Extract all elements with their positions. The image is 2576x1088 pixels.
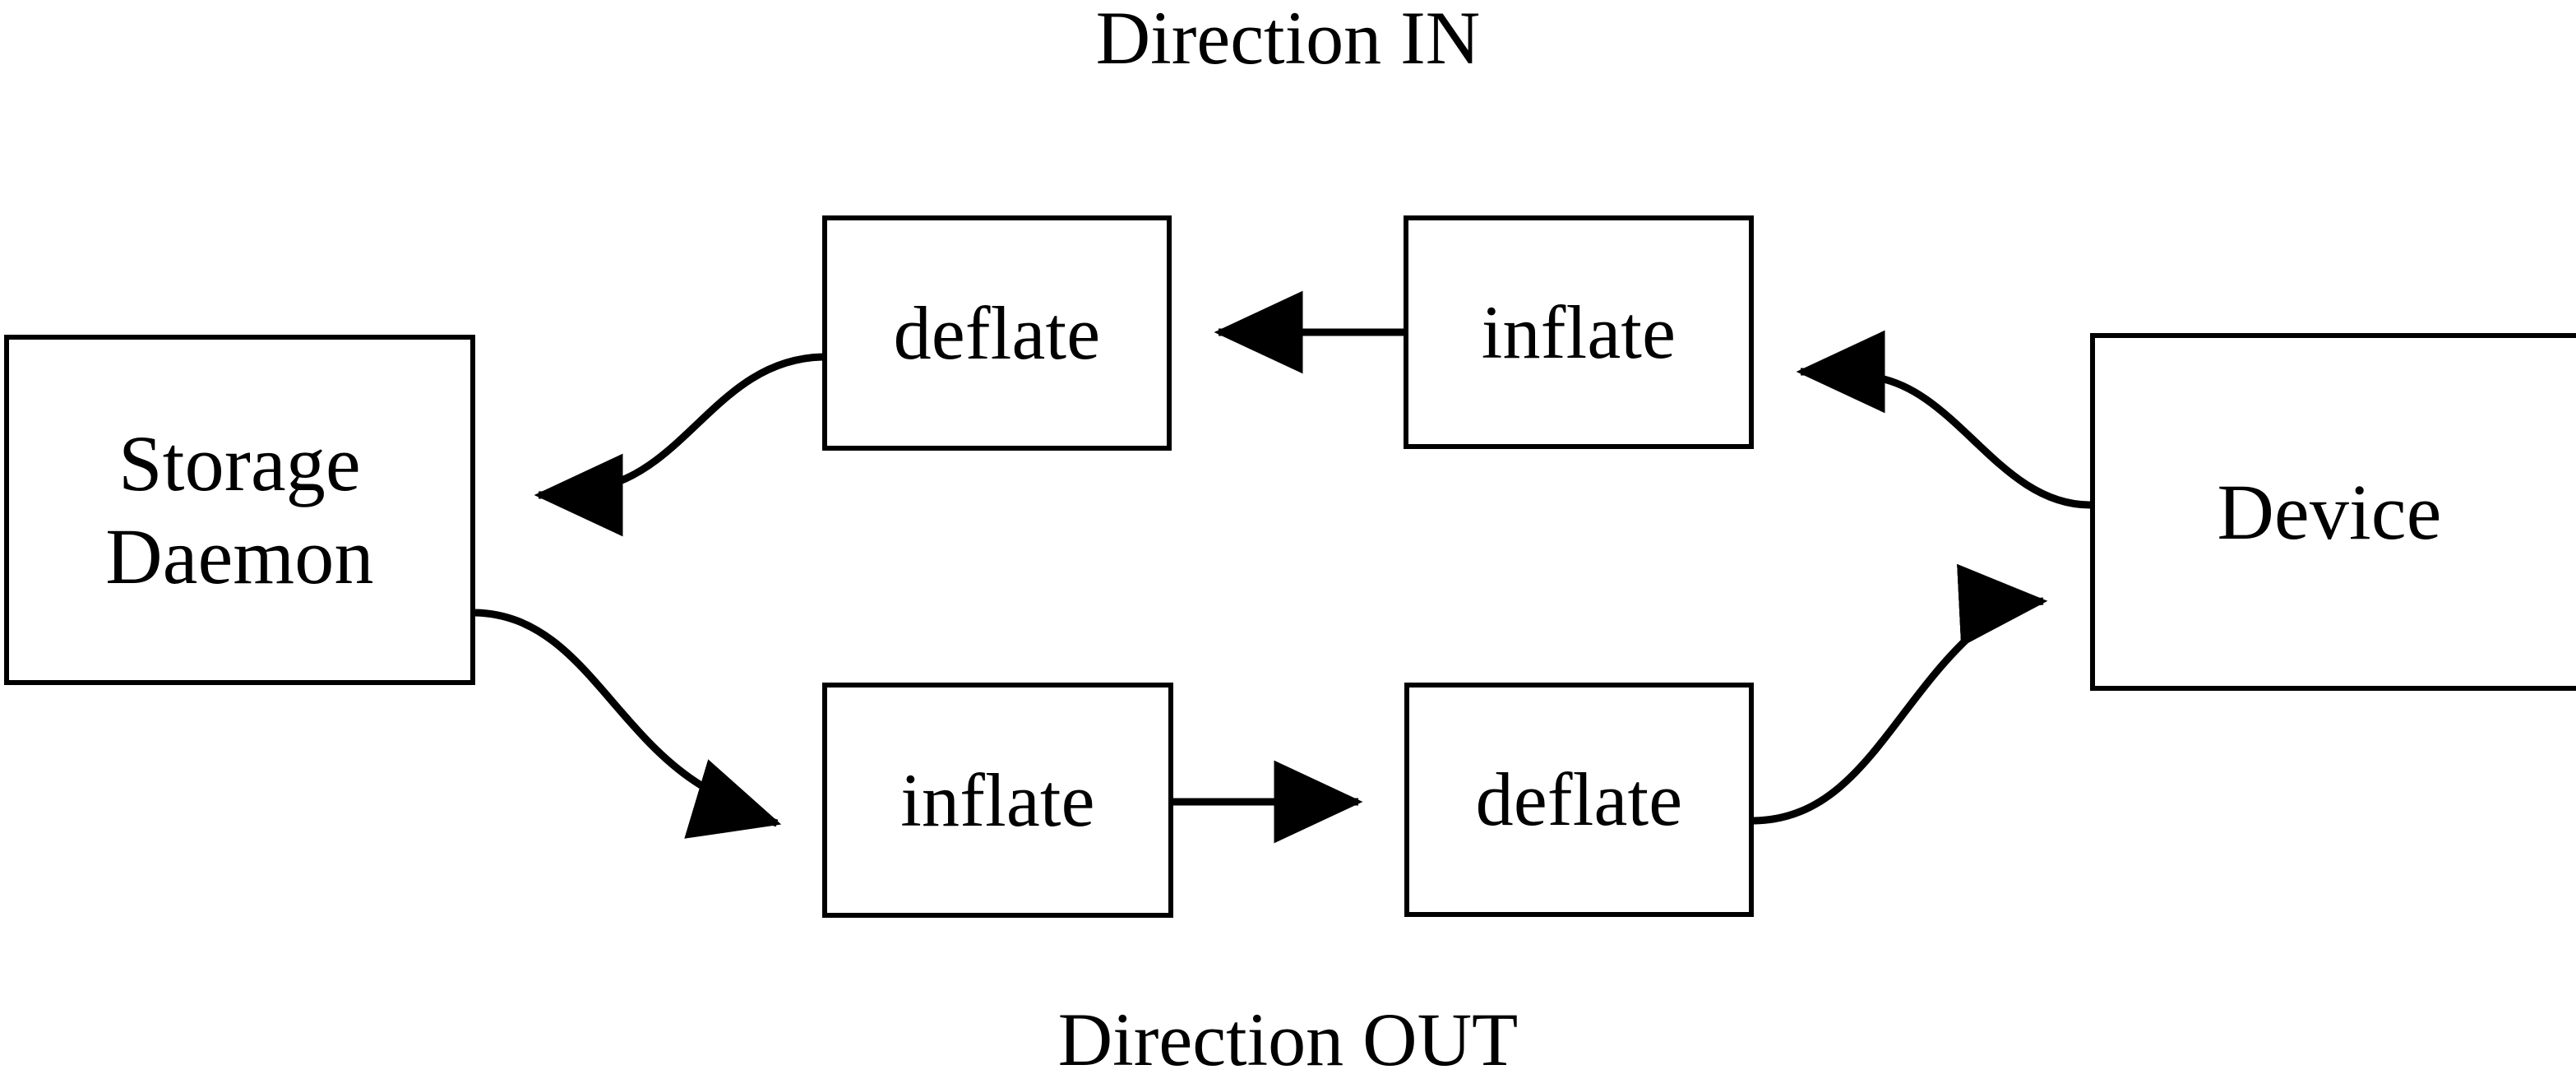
node-storage-daemon-label: Storage Daemon [105,419,374,600]
node-inflate-out-label: inflate [900,757,1095,842]
caption-direction-out: Direction OUT [1057,998,1519,1081]
node-deflate-out[interactable]: deflate [1404,683,1754,917]
node-inflate-out[interactable]: inflate [822,683,1173,918]
node-inflate-in[interactable]: inflate [1404,215,1754,449]
node-inflate-in-label: inflate [1481,289,1676,374]
node-deflate-in[interactable]: deflate [822,215,1172,451]
node-storage-daemon[interactable]: Storage Daemon [4,335,475,685]
node-device-label: Device [2217,467,2442,556]
edge-device-to-inflate-in [1796,330,2091,509]
node-deflate-out-label: deflate [1475,757,1683,842]
edge-storage-daemon-to-inflate-out [474,609,782,839]
node-deflate-in-label: deflate [893,290,1101,375]
edge-deflate-in-to-storage-daemon [534,353,823,537]
edge-deflate-out-to-device [1753,563,2048,825]
node-device[interactable]: Device [2090,333,2576,691]
caption-direction-in: Direction IN [1095,0,1481,80]
